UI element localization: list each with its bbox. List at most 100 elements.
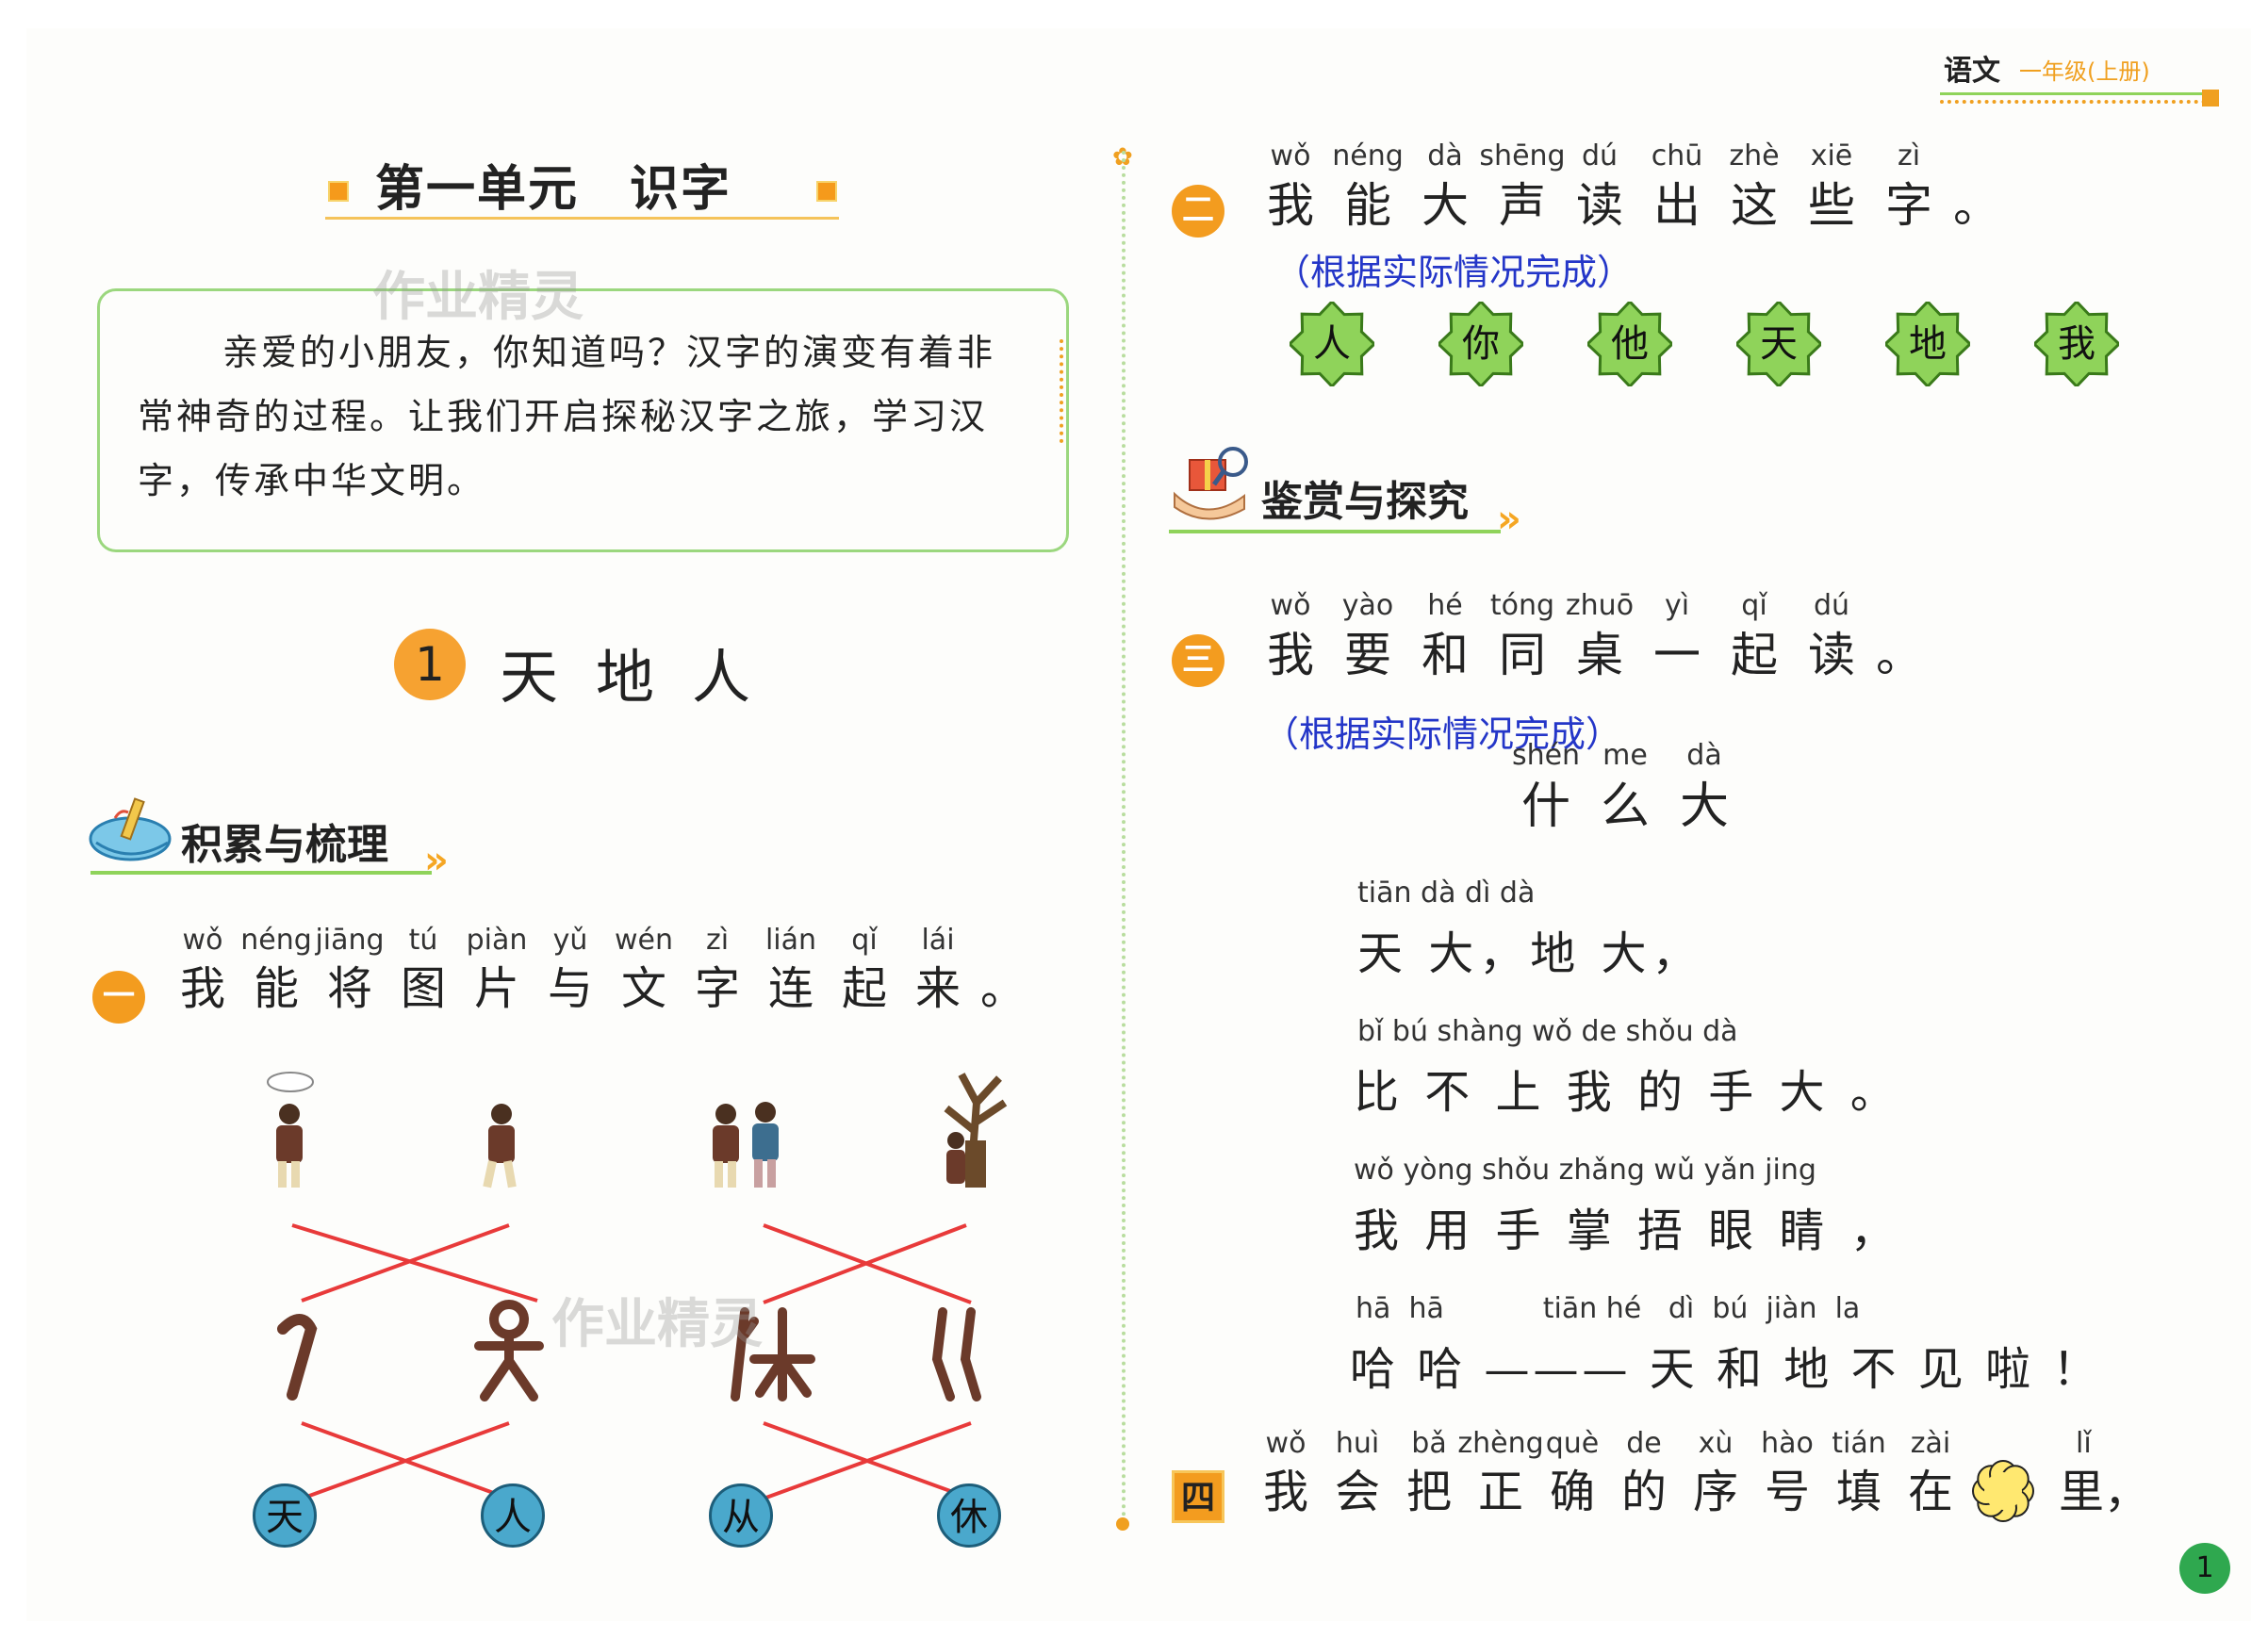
pinyin-char-cell: qǐ 起 — [828, 924, 901, 1021]
star-character: 地 — [1909, 322, 1947, 366]
pinyin: tóng — [1489, 589, 1555, 622]
hanzi: 来 — [914, 962, 961, 1015]
star-character-badge: 我 — [2034, 302, 2119, 386]
hanzi: 填 — [1835, 1466, 1882, 1518]
poem-line-1: 天 大，地 大， — [1357, 927, 1703, 980]
pinyin: xiē — [1810, 139, 1853, 172]
hanzi: 将 — [326, 962, 372, 1015]
hanzi: 这 — [1731, 178, 1778, 233]
pinyin: tú — [408, 924, 438, 957]
pinyin: zhè — [1729, 139, 1780, 172]
hanzi: 大 — [1422, 178, 1469, 233]
pinyin: yì — [1664, 589, 1690, 622]
pinyin: qǐ — [851, 924, 878, 957]
hanzi: 与 — [547, 962, 593, 1015]
hanzi: 一 — [1653, 628, 1701, 682]
hanzi: 把 — [1405, 1466, 1452, 1518]
pinyin: què — [1545, 1427, 1600, 1460]
pinyin: shén — [1511, 739, 1581, 772]
star-character-badge: 他 — [1587, 302, 1672, 386]
ancient-glyph-xiu — [731, 1307, 815, 1401]
end-punctuation: 。 — [1953, 178, 2000, 233]
hanzi: 正 — [1477, 1466, 1523, 1518]
pinyin: zì — [705, 924, 730, 957]
star-character-row: 人你他天地我 — [1290, 302, 2119, 386]
hanzi: 我 — [1267, 628, 1314, 682]
pinyin: zhuō — [1565, 589, 1635, 622]
section-underline-accumulate — [90, 871, 432, 875]
hanzi: 同 — [1499, 628, 1546, 682]
poem-line-3-pinyin: wǒ yòng shǒu zhǎng wǔ yǎn jing — [1354, 1154, 1816, 1187]
pinyin: piàn — [466, 924, 528, 957]
pinyin: xù — [1698, 1427, 1734, 1460]
hanzi: 能 — [253, 962, 299, 1015]
hanzi: 字 — [694, 962, 740, 1015]
poem-line-2-pinyin: bǐ bú shàng wǒ de shǒu dà — [1357, 1015, 1738, 1048]
page-background — [26, 28, 2251, 1621]
star-character-badge: 你 — [1438, 302, 1523, 386]
hanzi: 起 — [841, 962, 887, 1015]
pinyin: shēng — [1479, 139, 1566, 172]
hanzi: 片 — [473, 962, 519, 1015]
pinyin: hé — [1427, 589, 1463, 622]
lesson-title: 天地人 — [500, 643, 789, 712]
answer-circle-1: 天 — [253, 1483, 317, 1548]
section-title-accumulate: 积累与梳理 — [181, 821, 388, 869]
pinyin: zì — [1897, 139, 1921, 172]
section-title-appreciate: 鉴赏与探究 — [1261, 478, 1469, 526]
blank-flower-icon[interactable] — [1966, 1425, 2040, 1524]
header-subject: 语文 — [1944, 55, 2000, 88]
poem-line-2: 比 不 上 我 的 手 大 。 — [1354, 1066, 1901, 1119]
person-standing-icon — [276, 1104, 303, 1188]
hanzi: 大 — [1679, 779, 1729, 835]
pinyin: qǐ — [1741, 589, 1767, 622]
question-badge-3: 三 — [1172, 634, 1224, 687]
ancient-glyph-tian — [474, 1300, 544, 1401]
pinyin: dú — [1813, 589, 1850, 622]
intro-text: 亲爱的小朋友，你知道吗？汉字的演变有着非常神奇的过程。让我们开启探秘汉字之旅，学… — [138, 332, 996, 501]
two-people-walking-icon — [713, 1102, 779, 1188]
answer-circle-3: 从 — [709, 1483, 773, 1548]
poem-line-1-pinyin: tiān dà dì dà — [1357, 877, 1536, 910]
question-badge-4: 四 — [1172, 1470, 1224, 1523]
pinyin-char-cell: zhè 这 — [1716, 139, 1793, 238]
hanzi: 文 — [620, 962, 666, 1015]
star-character-badge: 天 — [1736, 302, 1821, 386]
star-character: 你 — [1462, 322, 1500, 366]
pinyin-char-cell: tián 填 — [1823, 1427, 1895, 1524]
chevron-right-icon: » — [1497, 498, 1521, 541]
pinyin: jiāng — [315, 924, 385, 957]
hanzi: 确 — [1549, 1466, 1595, 1518]
hanzi: 字 — [1885, 178, 1932, 233]
pinyin: néng — [1332, 139, 1404, 172]
hanzi: 号 — [1764, 1466, 1810, 1518]
poem-line-4: 哈 哈 ——— 天 和 地 不 见 啦 ！ — [1350, 1343, 2102, 1396]
hanzi: 么 — [1600, 779, 1650, 835]
header-dots — [1940, 100, 2206, 104]
ancient-glyph-cong — [931, 1307, 981, 1401]
pinyin-char-cell: zì 字 — [681, 924, 754, 1021]
pinyin: wǒ — [182, 924, 223, 957]
pinyin: chū — [1651, 139, 1703, 172]
pinyin: tián — [1832, 1427, 1886, 1460]
hanzi: 桌 — [1576, 628, 1623, 682]
